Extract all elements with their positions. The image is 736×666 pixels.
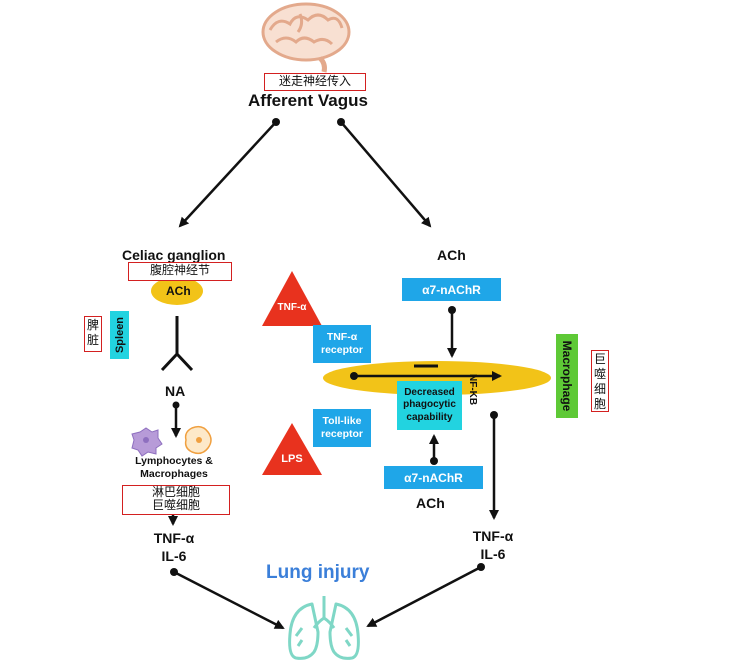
macrophage-label: Macrophage [560,340,574,412]
lungs-icon [288,596,360,660]
receptor-bottom-to-ellipse-arrow [429,434,439,465]
toll-like-receptor-box: Toll-like receptor [313,409,371,447]
decreased-line3: capability [406,411,453,423]
decreased-line2: phagocytic [403,399,456,411]
left-tnf-label: TNF-α [153,530,195,546]
tnf-receptor-line2: receptor [320,344,363,356]
cells-label: Lymphocytes & Macrophages [128,455,220,481]
cells-label-line1: Lymphocytes & [135,455,213,467]
ach-bottom-label: ACh [416,495,445,511]
nfkb-label: NF-KB [467,374,478,406]
vagus-left-arrow [178,118,280,228]
na-label: NA [165,383,186,399]
lung-injury-label: Lung injury [266,562,370,583]
toll-line1: Toll-like [322,415,362,427]
ellipse-inner-arrow [350,364,502,381]
ach-to-na-line [160,316,194,372]
brain-icon [261,2,351,73]
tnf-triangle [262,271,322,326]
celiac-ganglion-cn-label: 腹腔神经节 [128,262,232,281]
receptor-top-to-ellipse-arrow [447,306,457,358]
celiac-ganglion-label: Celiac ganglion [122,247,226,263]
cells-cn-line2: 巨噬细胞 [151,498,200,512]
spleen-box: Spleen [110,311,129,359]
afferent-vagus-label: Afferent Vagus [248,91,368,110]
vagus-right-arrow [337,118,432,228]
na-to-cells-arrow [171,401,181,438]
spleen-label: Spleen [113,316,126,354]
cells-cn-line1: 淋巴细胞 [151,485,200,499]
afferent-vagus-cn-label: 迷走神经传入 [264,73,366,91]
nfkb-to-tnf-arrow [489,411,499,520]
tnf-receptor-line1: TNF-α [326,331,358,343]
left-il6-label: IL-6 [161,548,187,564]
cells-cn-label: 淋巴细胞 巨噬细胞 [122,485,230,515]
tnf-triangle-label: TNF-α [277,302,307,313]
decreased-phagocytic-box: Decreased phagocytic capability [397,381,462,430]
alpha7-nachr-top-box: α7-nAChR [402,278,501,301]
lymphocyte-icon [131,427,163,457]
macrophage-icon [184,425,212,455]
spleen-cn-label: 脾脏 [84,316,102,352]
macrophage-box: Macrophage [556,334,578,418]
nfkb-ellipse [323,361,551,395]
ach-left-label: ACh [166,284,191,298]
right-il6-label: IL-6 [480,546,506,562]
cells-label-line2: Macrophages [140,468,208,480]
right-tnf-to-lungs-arrow [366,563,485,628]
left-tnf-to-lungs-arrow [170,568,285,630]
macrophage-cn-label: 巨噬细胞 [591,350,609,412]
decreased-line1: Decreased [404,386,455,398]
ach-top-label: ACh [437,247,466,263]
lps-triangle [262,423,322,475]
ach-left-ellipse [151,277,203,305]
lps-label: LPS [281,453,303,465]
alpha7-nachr-bottom-box: α7-nAChR [384,466,483,489]
toll-line2: receptor [320,428,363,440]
right-tnf-label: TNF-α [472,528,514,544]
tnf-receptor-box: TNF-α receptor [313,325,371,363]
